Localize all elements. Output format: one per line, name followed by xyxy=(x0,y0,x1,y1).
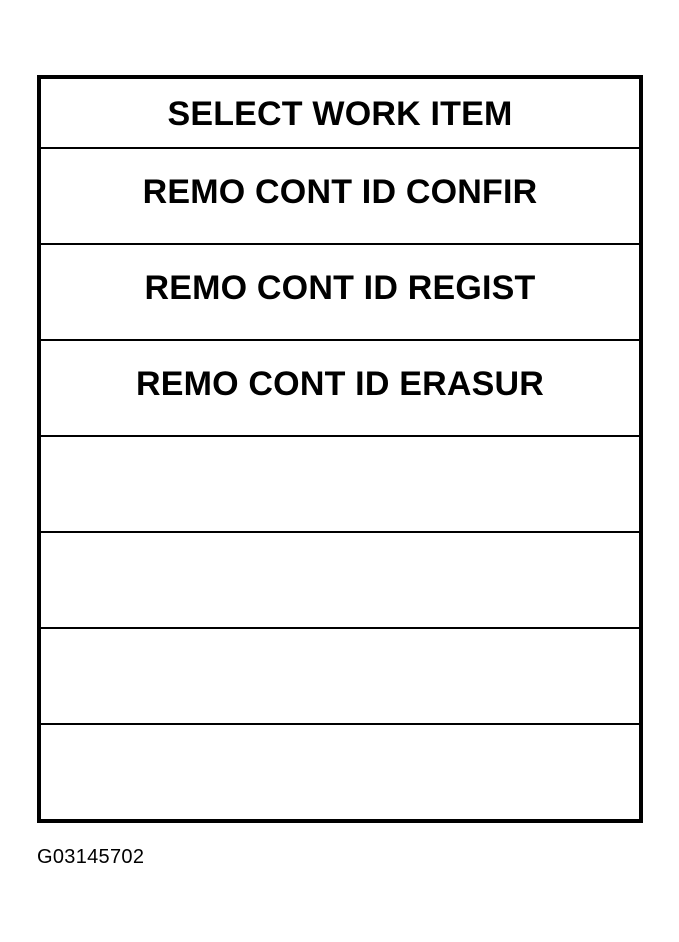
work-item-empty-7 xyxy=(41,723,639,819)
work-item-remo-cont-id-confir[interactable]: REMO CONT ID CONFIR xyxy=(41,147,639,243)
work-item-empty-4 xyxy=(41,435,639,531)
work-item-remo-cont-id-erasur[interactable]: REMO CONT ID ERASUR xyxy=(41,339,639,435)
figure-id-label: G03145702 xyxy=(37,846,145,868)
screen-title: SELECT WORK ITEM xyxy=(167,94,513,133)
tester-screen: SELECT WORK ITEM REMO CONT ID CONFIR REM… xyxy=(37,75,643,823)
work-item-empty-5 xyxy=(41,531,639,627)
work-item-empty-6 xyxy=(41,627,639,723)
work-item-remo-cont-id-regist[interactable]: REMO CONT ID REGIST xyxy=(41,243,639,339)
